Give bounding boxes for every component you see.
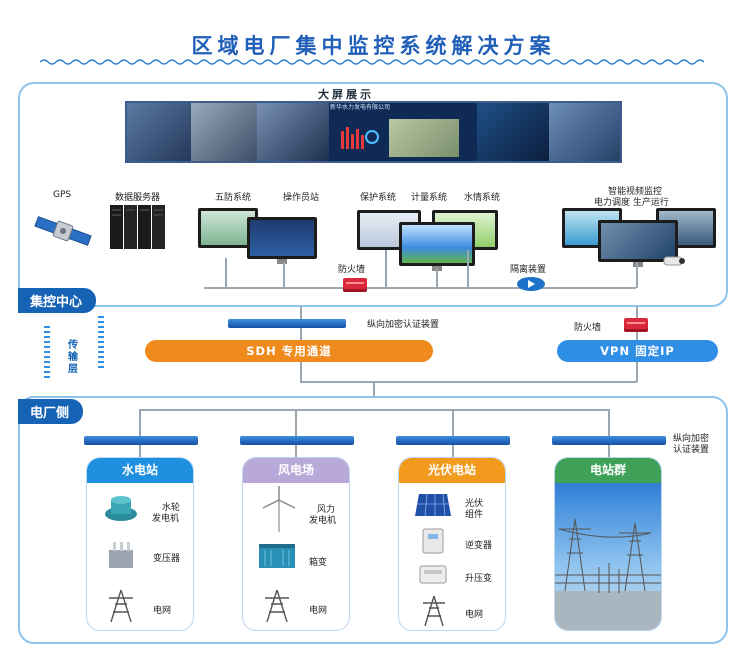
video-wall (125, 101, 622, 163)
booster-transformer-icon (419, 565, 447, 584)
satellite-icon (34, 216, 92, 246)
plant-side-tab: 电厂侧 (18, 399, 84, 424)
inverter-icon (422, 528, 444, 554)
operator-station-label: 操作员站 (283, 193, 320, 203)
encryption-device-group (552, 436, 666, 445)
power-grid-icon (423, 596, 445, 626)
metering-system-label: 计量系统 (411, 193, 448, 203)
protection-system-label: 保护系统 (360, 193, 397, 203)
vpn-firewall-icon (624, 318, 648, 332)
wind-turbine-icon (262, 486, 296, 532)
box-transformer-icon (259, 544, 295, 568)
dispatch-production-label: 电力调度 生产运行 (594, 198, 669, 208)
page-title: 区域电厂集中监控系统解决方案 (191, 34, 556, 58)
video-monitoring-label: 智能视频监控 (608, 187, 663, 197)
isolation-device-icon (517, 277, 545, 291)
encryption-device-wind (240, 436, 354, 445)
encryption-label-plant-1: 纵向加密 (673, 434, 710, 444)
metering-monitor (399, 222, 475, 266)
solar-station-card: 光伏电站 光伏 组件 逆变器 升压变 电网 (398, 457, 506, 631)
operator-monitor (247, 217, 317, 259)
turbine-generator-icon (105, 496, 137, 521)
firewall-label-center: 防火墙 (338, 265, 366, 275)
firewall-icon (343, 278, 367, 292)
vpn-channel: VPN 固定IP (557, 340, 718, 362)
sdh-channel: SDH 专用通道 (145, 340, 433, 362)
control-center-tab: 集控中心 (18, 288, 97, 313)
wufang-label: 五防系统 (215, 193, 252, 203)
station-group-title: 电站群 (555, 458, 661, 483)
firewall-label-vpn: 防火墙 (574, 323, 602, 333)
wind-farm-title: 风电场 (243, 458, 349, 483)
solar-station-title: 光伏电站 (399, 458, 505, 483)
solar-panel-icon (415, 493, 451, 517)
camera-icon (663, 256, 685, 266)
substation-photo (555, 483, 661, 630)
big-screen-label: 大屏展示 (318, 88, 374, 101)
isolation-device-label: 隔离装置 (510, 265, 547, 275)
encryption-device-hydro (84, 436, 198, 445)
big-screen-company: 新华水力发电有限公司 (330, 104, 391, 111)
encryption-label-top: 纵向加密认证装置 (367, 320, 440, 330)
station-group-card: 电站群 (554, 457, 662, 631)
encryption-label-plant-2: 认证装置 (673, 445, 710, 455)
hydro-station-title: 水电站 (87, 458, 193, 483)
server-rack-icon (110, 205, 165, 249)
encryption-device-top (228, 319, 346, 328)
encryption-device-solar (396, 436, 510, 445)
download-arrows-icon (98, 316, 104, 368)
power-grid-icon (265, 590, 289, 622)
wind-farm-card: 风电场 风力 发电机 箱变 电网 (242, 457, 350, 631)
hydro-station-card: 水电站 水轮 发电机 变压器 电网 (86, 457, 194, 631)
gps-label: GPS (53, 190, 72, 200)
video-monitor-center (598, 220, 678, 262)
upload-arrows-icon (44, 326, 50, 378)
transformer-icon (109, 542, 133, 568)
transmission-layer-label: 传 输 层 (68, 340, 78, 375)
water-system-label: 水情系统 (464, 193, 501, 203)
title-underline (40, 59, 705, 65)
power-grid-icon (109, 590, 133, 622)
data-server-label: 数据服务器 (115, 193, 161, 203)
